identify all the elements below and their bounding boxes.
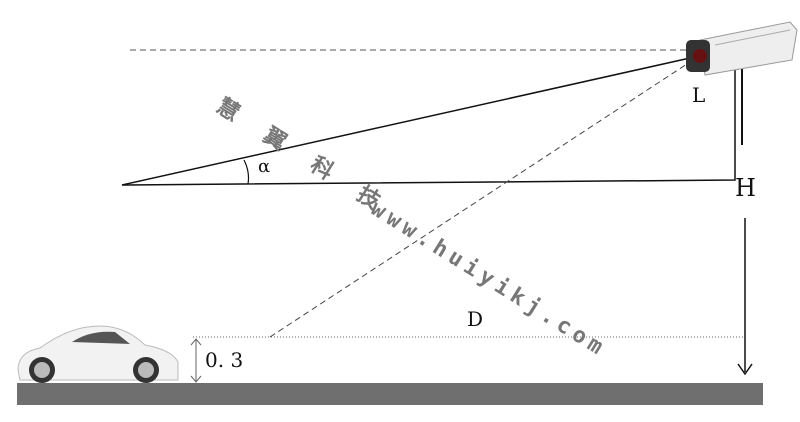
ground bbox=[17, 383, 763, 405]
angle-arc bbox=[243, 159, 250, 185]
car-icon bbox=[17, 325, 179, 383]
watermark: 慧 翼 科 技 www.huiyikj.com bbox=[212, 94, 612, 363]
camera-to-car-dashed-line bbox=[269, 61, 691, 338]
watermark-name: 慧 翼 科 技 bbox=[212, 94, 393, 220]
upper-sight-line bbox=[121, 57, 691, 186]
label-height-value: 0. 3 bbox=[205, 348, 243, 372]
surveillance-camera-icon bbox=[686, 21, 798, 76]
label-l: L bbox=[692, 83, 705, 107]
label-d: D bbox=[467, 307, 483, 331]
height-arrow-bottom bbox=[190, 375, 202, 383]
label-h: H bbox=[735, 174, 756, 202]
watermark-url: www.huiyikj.com bbox=[366, 196, 611, 362]
height-arrow-top bbox=[190, 338, 202, 346]
arrow-head-down bbox=[737, 363, 753, 376]
lower-sight-line bbox=[121, 62, 736, 186]
label-alpha: α bbox=[258, 156, 270, 177]
